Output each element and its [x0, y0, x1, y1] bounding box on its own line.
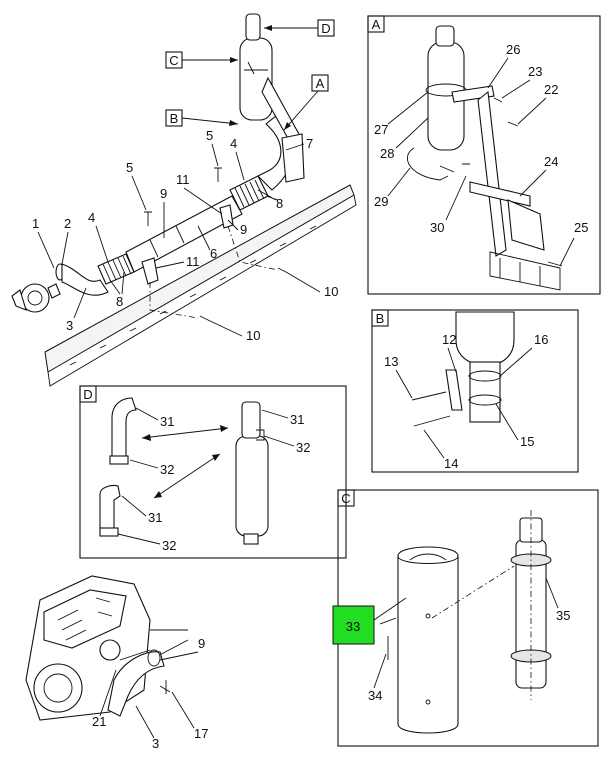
callout-31-top-left: 31: [160, 414, 174, 429]
callout-4-right: 4: [230, 136, 237, 151]
callout-1: 1: [32, 216, 39, 231]
panel-d-muffler: [235, 435, 269, 537]
callout-11-upper: 11: [176, 172, 190, 187]
callout-35: 35: [556, 608, 570, 623]
main-callouts: 1 2 3 4 4 5 5 6 7 8 8 9 9 10 10 11 11: [32, 128, 338, 343]
engine-downpipe: [107, 651, 165, 717]
callout-16: 16: [534, 332, 548, 347]
pointer-label-c: C: [169, 53, 178, 68]
callout-32-bottom: 32: [162, 538, 176, 553]
panel-c-heat-shield: [397, 546, 459, 734]
callout-26: 26: [506, 42, 520, 57]
callout-17: 17: [194, 726, 208, 741]
pointer-A: A: [283, 74, 329, 131]
callout-32-right: 32: [296, 440, 310, 455]
callout-22: 22: [544, 82, 558, 97]
panel-a: A 26 23 22 27 28 24 29 30 25: [367, 15, 601, 295]
callout-25: 25: [574, 220, 588, 235]
callout-13: 13: [384, 354, 398, 369]
panel-d-label: D: [83, 387, 92, 402]
frame-rail: [44, 184, 357, 387]
callout-11-lower: 11: [186, 254, 200, 269]
callout-33: 33: [346, 619, 360, 634]
pointer-C: C: [165, 51, 238, 69]
callout-31-right: 31: [290, 412, 304, 427]
callout-27: 27: [374, 122, 388, 137]
pointer-label-a: A: [316, 76, 325, 91]
main-muffler: [239, 13, 273, 121]
callout-4-left: 4: [88, 210, 95, 225]
callout-29: 29: [374, 194, 388, 209]
callout-9-engine: 9: [198, 636, 205, 651]
pointer-label-d: D: [321, 21, 330, 36]
callout-3-engine: 3: [152, 736, 159, 751]
panel-c-label: C: [341, 491, 350, 506]
callout-9-lower: 9: [240, 222, 247, 237]
callout-10-lower: 10: [246, 328, 260, 343]
callout-30: 30: [430, 220, 444, 235]
turbo-outlet: [11, 283, 61, 313]
panel-c-muffler: [510, 510, 552, 700]
callout-8-right: 8: [276, 196, 283, 211]
pointer-B: B: [165, 109, 239, 127]
callout-7: 7: [306, 136, 313, 151]
callout-32-top-left: 32: [160, 462, 174, 477]
engine-assembly: 9 21 3 17: [25, 575, 208, 751]
callout-28: 28: [380, 146, 394, 161]
panel-b: B 12 13 16 15 14: [371, 309, 579, 473]
callout-34: 34: [368, 688, 382, 703]
panel-b-label: B: [376, 311, 385, 326]
callout-23: 23: [528, 64, 542, 79]
callout-14: 14: [444, 456, 458, 471]
panel-c: C 33 34 35: [332, 489, 599, 747]
panel-a-label: A: [372, 17, 381, 32]
callout-15: 15: [520, 434, 534, 449]
callout-5-right: 5: [206, 128, 213, 143]
callout-12: 12: [442, 332, 456, 347]
pointer-label-b: B: [170, 111, 179, 126]
pointer-D: D: [264, 19, 335, 37]
main-exhaust-assembly: [11, 13, 357, 387]
callout-33-highlight: [332, 605, 375, 645]
callout-10-upper: 10: [324, 284, 338, 299]
callout-9-upper: 9: [160, 186, 167, 201]
callout-2: 2: [64, 216, 71, 231]
callout-31-bottom: 31: [148, 510, 162, 525]
panel-d-stack-curved: [111, 397, 137, 461]
callout-24: 24: [544, 154, 558, 169]
callout-8-left: 8: [116, 294, 123, 309]
panel-d: D 31 31 31 32 32 32: [79, 385, 347, 559]
callout-3: 3: [66, 318, 73, 333]
callout-5-left: 5: [126, 160, 133, 175]
callout-6: 6: [210, 246, 217, 261]
callout-21: 21: [92, 714, 106, 729]
